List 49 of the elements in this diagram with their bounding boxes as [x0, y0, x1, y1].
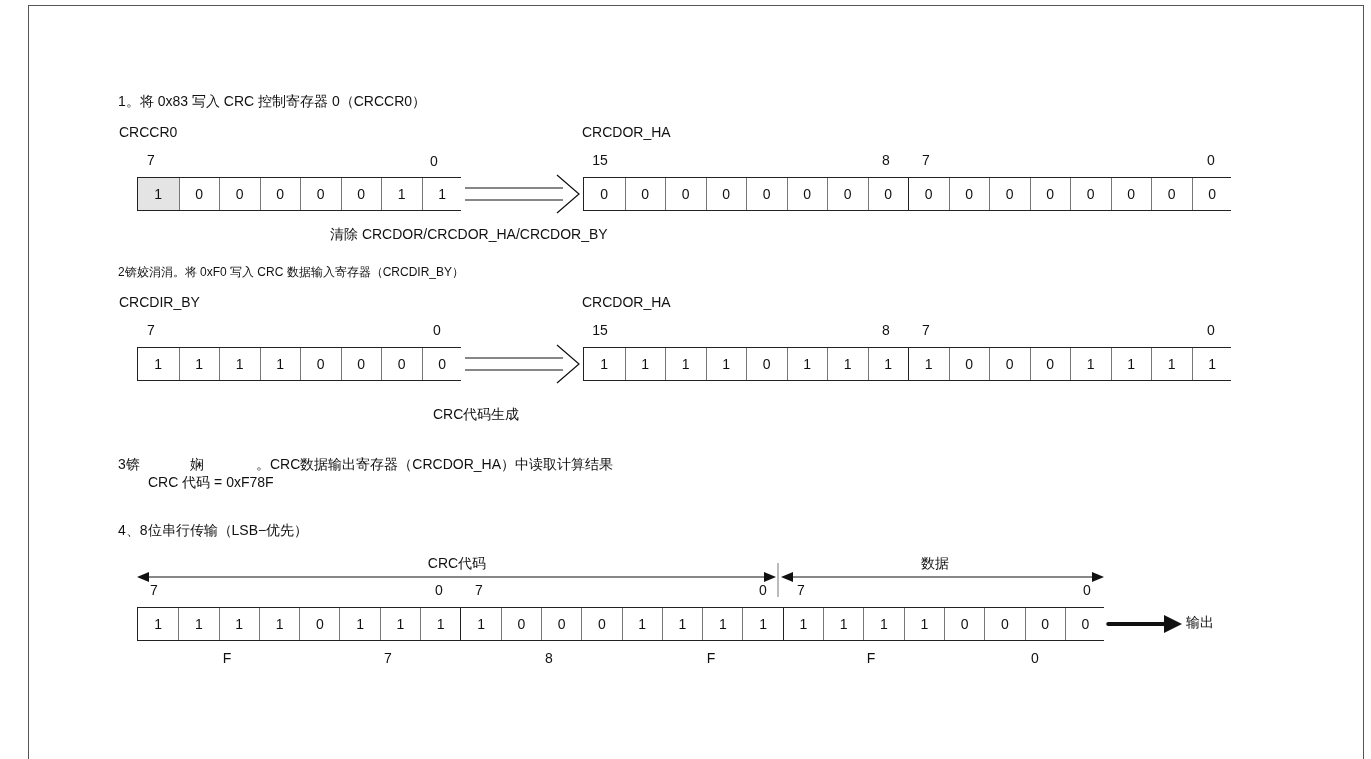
note-text: 娴: [190, 455, 204, 473]
bit-label: 0: [1207, 152, 1215, 168]
bit-label: F: [866, 650, 876, 666]
note-text: 4、8位串行传输（LSB−优先）: [118, 521, 309, 539]
dimension-label: 数据: [921, 554, 949, 572]
bit-label: F: [222, 650, 232, 666]
note-text: 清除 CRCDOR/CRCDOR_HA/CRCDOR_BY: [330, 225, 608, 243]
register-name: CRCCR0: [119, 124, 178, 140]
double-arrow: [464, 344, 580, 384]
bit-value: 1: [1191, 348, 1232, 380]
note-text: 2锛姣涓涓。将 0xF0 写入 CRC 数据输入寄存器（CRCDIR_BY）: [118, 264, 465, 281]
bit-label: 8: [882, 322, 890, 338]
bit-label: 7: [147, 152, 155, 168]
bit-label: 0: [430, 153, 438, 169]
bit-label: 15: [592, 152, 608, 168]
bit-label: 0: [435, 582, 443, 598]
bit-label: 0: [1207, 322, 1215, 338]
bit-label: 7: [475, 582, 483, 598]
note-text: 3锛: [118, 455, 140, 473]
bit-label: 7: [922, 152, 930, 168]
bit-label: 7: [922, 322, 930, 338]
note-text: CRC代码生成: [433, 405, 520, 423]
note-text: 。CRC数据输出寄存器（CRCDOR_HA）中读取计算结果: [256, 455, 613, 473]
note-text: 1。将 0x83 写入 CRC 控制寄存器 0（CRCCR0）: [118, 92, 427, 110]
note-text: CRC 代码 = 0xF78F: [148, 473, 274, 491]
bit-label: 0: [759, 582, 767, 598]
bit-value: 1: [138, 178, 179, 210]
bit-label: 7: [384, 650, 392, 666]
double-arrow: [464, 174, 580, 214]
bit-label: 8: [882, 152, 890, 168]
dimension-label: CRC代码: [427, 554, 487, 572]
bit-label: 0: [433, 322, 441, 338]
register-name: CRCDIR_BY: [119, 294, 200, 310]
arrow: [1106, 615, 1182, 633]
bit-label: F: [706, 650, 716, 666]
bit-value: 0: [1191, 178, 1232, 210]
bit-value: 0: [1064, 608, 1106, 640]
bit-label: 7: [797, 582, 805, 598]
bit-value: 0: [421, 348, 462, 380]
bit-label: 7: [150, 582, 158, 598]
bit-label: 8: [545, 650, 553, 666]
bit-value: 1: [421, 178, 462, 210]
bit-label: 0: [1031, 650, 1039, 666]
bit-label: 0: [1083, 582, 1091, 598]
register-name: CRCDOR_HA: [582, 124, 671, 140]
register-name: CRCDOR_HA: [582, 294, 671, 310]
bit-label: 7: [147, 322, 155, 338]
output-label: 输出: [1186, 612, 1214, 632]
bit-label: 15: [592, 322, 608, 338]
